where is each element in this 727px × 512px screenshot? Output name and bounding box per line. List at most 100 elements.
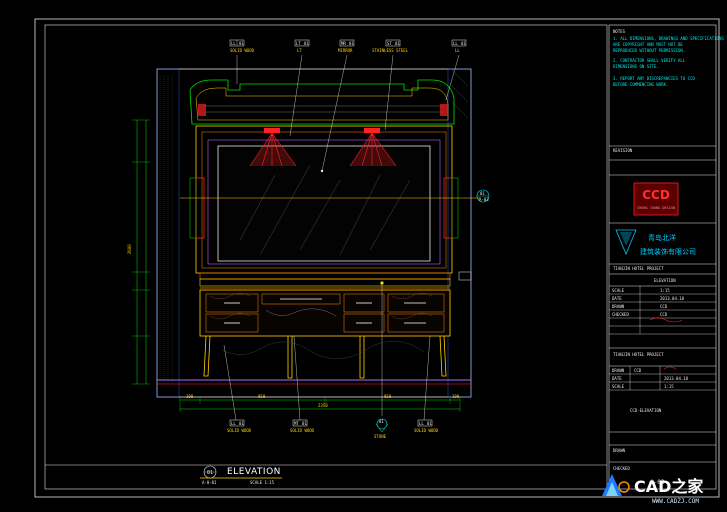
svg-text:CCD-ELEVATION: CCD-ELEVATION bbox=[630, 408, 662, 413]
svg-text:01: 01 bbox=[304, 41, 309, 46]
svg-text:SOLID WOOD: SOLID WOOD bbox=[290, 428, 315, 433]
svg-text:100: 100 bbox=[186, 394, 194, 399]
notes-header: NOTES bbox=[613, 29, 626, 34]
svg-text:REPRODUCED WITHOUT PERMISSION.: REPRODUCED WITHOUT PERMISSION. bbox=[613, 48, 685, 53]
svg-text:1:15: 1:15 bbox=[660, 288, 670, 293]
vanity-cabinet bbox=[199, 289, 451, 337]
svg-text:1:15: 1:15 bbox=[664, 384, 674, 389]
svg-text:青岛北洋: 青岛北洋 bbox=[648, 233, 676, 242]
elevation-title: ELEVATION bbox=[227, 467, 281, 477]
svg-text:CCD: CCD bbox=[634, 368, 642, 373]
wall-hatch-left bbox=[156, 68, 180, 398]
callouts-top: LL 01 SOLID WOOD LT 01 LT MR 01 MIRROR S… bbox=[229, 39, 466, 172]
svg-text:REVISION: REVISION bbox=[613, 148, 633, 153]
svg-text:01: 01 bbox=[461, 41, 466, 46]
svg-text:2013.04.18: 2013.04.18 bbox=[664, 376, 689, 381]
svg-text:LL: LL bbox=[419, 421, 424, 426]
crown-moulding bbox=[189, 79, 455, 125]
svg-text:1. ALL DIMENSIONS, DRAWINGS AN: 1. ALL DIMENSIONS, DRAWINGS AND SPECIFIC… bbox=[613, 36, 724, 41]
svg-text:LL: LL bbox=[455, 48, 460, 53]
svg-text:CHECKED: CHECKED bbox=[613, 466, 630, 471]
svg-text:ARE COPYRIGHT AND MUST NOT BE: ARE COPYRIGHT AND MUST NOT BE bbox=[613, 42, 683, 47]
svg-text:LT: LT bbox=[296, 41, 301, 46]
mirror-panel bbox=[217, 145, 431, 262]
svg-text:2013.04.18: 2013.04.18 bbox=[660, 296, 685, 301]
svg-text:CAD之家: CAD之家 bbox=[634, 477, 704, 496]
svg-text:SOLID WOOD: SOLID WOOD bbox=[230, 48, 255, 53]
svg-text:850: 850 bbox=[384, 394, 392, 399]
svg-text:SCALE: SCALE bbox=[612, 384, 625, 389]
callout-top-5: LL 01 LL bbox=[445, 39, 466, 101]
downlight-right-icon bbox=[349, 128, 397, 167]
svg-text:01: 01 bbox=[302, 421, 307, 426]
svg-text:01: 01 bbox=[395, 41, 400, 46]
svg-text:100: 100 bbox=[452, 394, 460, 399]
callouts-bottom: LL 01 SOLID WOOD MT 01 SOLID WOOD 01 STO… bbox=[223, 283, 439, 439]
sheet-outer-border bbox=[34, 18, 720, 498]
title-block: NOTES 1. ALL DIMENSIONS, DRAWINGS AND SP… bbox=[608, 24, 724, 490]
callout-top-3: MR 01 MIRROR bbox=[321, 39, 354, 172]
svg-text:ST: ST bbox=[387, 41, 392, 46]
callout-top-2: LT 01 LT bbox=[289, 39, 309, 137]
svg-text:CCD: CCD bbox=[642, 188, 670, 202]
svg-text:A-03: A-03 bbox=[650, 479, 665, 486]
svg-text:LT: LT bbox=[297, 48, 302, 53]
downlight-left-icon bbox=[249, 128, 297, 167]
svg-text:2350: 2350 bbox=[318, 403, 328, 408]
svg-text:CCD: CCD bbox=[660, 312, 668, 317]
vanity-counter bbox=[199, 272, 451, 289]
elevation-drawing bbox=[156, 68, 480, 398]
svg-text:MT: MT bbox=[294, 421, 299, 426]
callout-bottom-2: MT 01 SOLID WOOD bbox=[290, 335, 315, 433]
company-logo-icon bbox=[615, 229, 637, 256]
svg-text:850: 850 bbox=[258, 394, 266, 399]
svg-text:ELEVATION: ELEVATION bbox=[654, 278, 676, 283]
svg-text:01: 01 bbox=[239, 41, 244, 46]
svg-text:01: 01 bbox=[480, 191, 485, 196]
svg-text:SOLID WOOD: SOLID WOOD bbox=[414, 428, 439, 433]
wall-hatch-right bbox=[447, 68, 472, 398]
svg-text:2. CONTRACTOR SHALL VERIFY ALL: 2. CONTRACTOR SHALL VERIFY ALL bbox=[613, 58, 686, 63]
callout-top-4: ST 01 STAINLESS STEEL bbox=[372, 39, 409, 131]
svg-text:LL: LL bbox=[453, 41, 458, 46]
svg-text:MIRROR: MIRROR bbox=[338, 48, 353, 53]
vanity-legs bbox=[203, 335, 447, 379]
svg-text:DATE: DATE bbox=[612, 376, 622, 381]
mirror-frame-mid bbox=[201, 131, 447, 269]
svg-text:DRAWN: DRAWN bbox=[612, 368, 625, 373]
section-tag-right: 01 A-03 bbox=[458, 189, 490, 281]
callout-bottom-1: LL 01 SOLID WOOD bbox=[223, 344, 252, 433]
svg-text:建筑装饰有限公司: 建筑装饰有限公司 bbox=[640, 247, 696, 256]
watermark: CAD之家 WWW.CADZJ.COM bbox=[602, 474, 704, 505]
sheet-inner-border bbox=[44, 24, 608, 490]
dimension-bottom: 100 850 850 100 2350 bbox=[179, 394, 461, 412]
svg-text:TIANJIN HOTEL PROJECT: TIANJIN HOTEL PROJECT bbox=[613, 352, 664, 357]
svg-text:01: 01 bbox=[427, 421, 432, 426]
scale-label: SCALE 1:15 bbox=[250, 480, 275, 485]
svg-text:TIANJIN HOTEL PROJECT: TIANJIN HOTEL PROJECT bbox=[613, 266, 664, 271]
cad-logo-icon bbox=[602, 474, 630, 496]
mirror-frame-inner bbox=[207, 139, 441, 265]
svg-text:DIMENSIONS ON SITE.: DIMENSIONS ON SITE. bbox=[613, 64, 659, 69]
svg-text:01: 01 bbox=[239, 421, 244, 426]
svg-text:WWW.CADZJ.COM: WWW.CADZJ.COM bbox=[652, 498, 699, 505]
callout-bottom-4: LL 01 SOLID WOOD bbox=[414, 335, 439, 433]
svg-text:MR: MR bbox=[341, 41, 346, 46]
callout-top-1: LL 01 SOLID WOOD bbox=[229, 39, 255, 84]
svg-text:CCD: CCD bbox=[660, 304, 668, 309]
ccd-logo bbox=[633, 182, 679, 216]
svg-text:SCALE: SCALE bbox=[612, 288, 625, 293]
svg-text:DRAWN: DRAWN bbox=[612, 304, 625, 309]
svg-text:CHENG CHUNG DESIGN: CHENG CHUNG DESIGN bbox=[637, 206, 675, 210]
title-block-rows: SCALE 1:15 DATE 2013.04.18 DRAWN CCD CHE… bbox=[609, 286, 716, 335]
svg-text:DRAWN: DRAWN bbox=[613, 448, 626, 453]
svg-text:A-03: A-03 bbox=[479, 197, 489, 202]
svg-text:SOLID WOOD: SOLID WOOD bbox=[227, 428, 252, 433]
svg-text:BEFORE COMMENCING WORK.: BEFORE COMMENCING WORK. bbox=[613, 82, 668, 87]
svg-text:LL: LL bbox=[231, 421, 236, 426]
svg-text:01: 01 bbox=[379, 419, 384, 424]
svg-text:2600: 2600 bbox=[127, 244, 132, 254]
svg-text:01: 01 bbox=[207, 470, 213, 476]
section-marker: 01 STONE bbox=[374, 283, 389, 439]
